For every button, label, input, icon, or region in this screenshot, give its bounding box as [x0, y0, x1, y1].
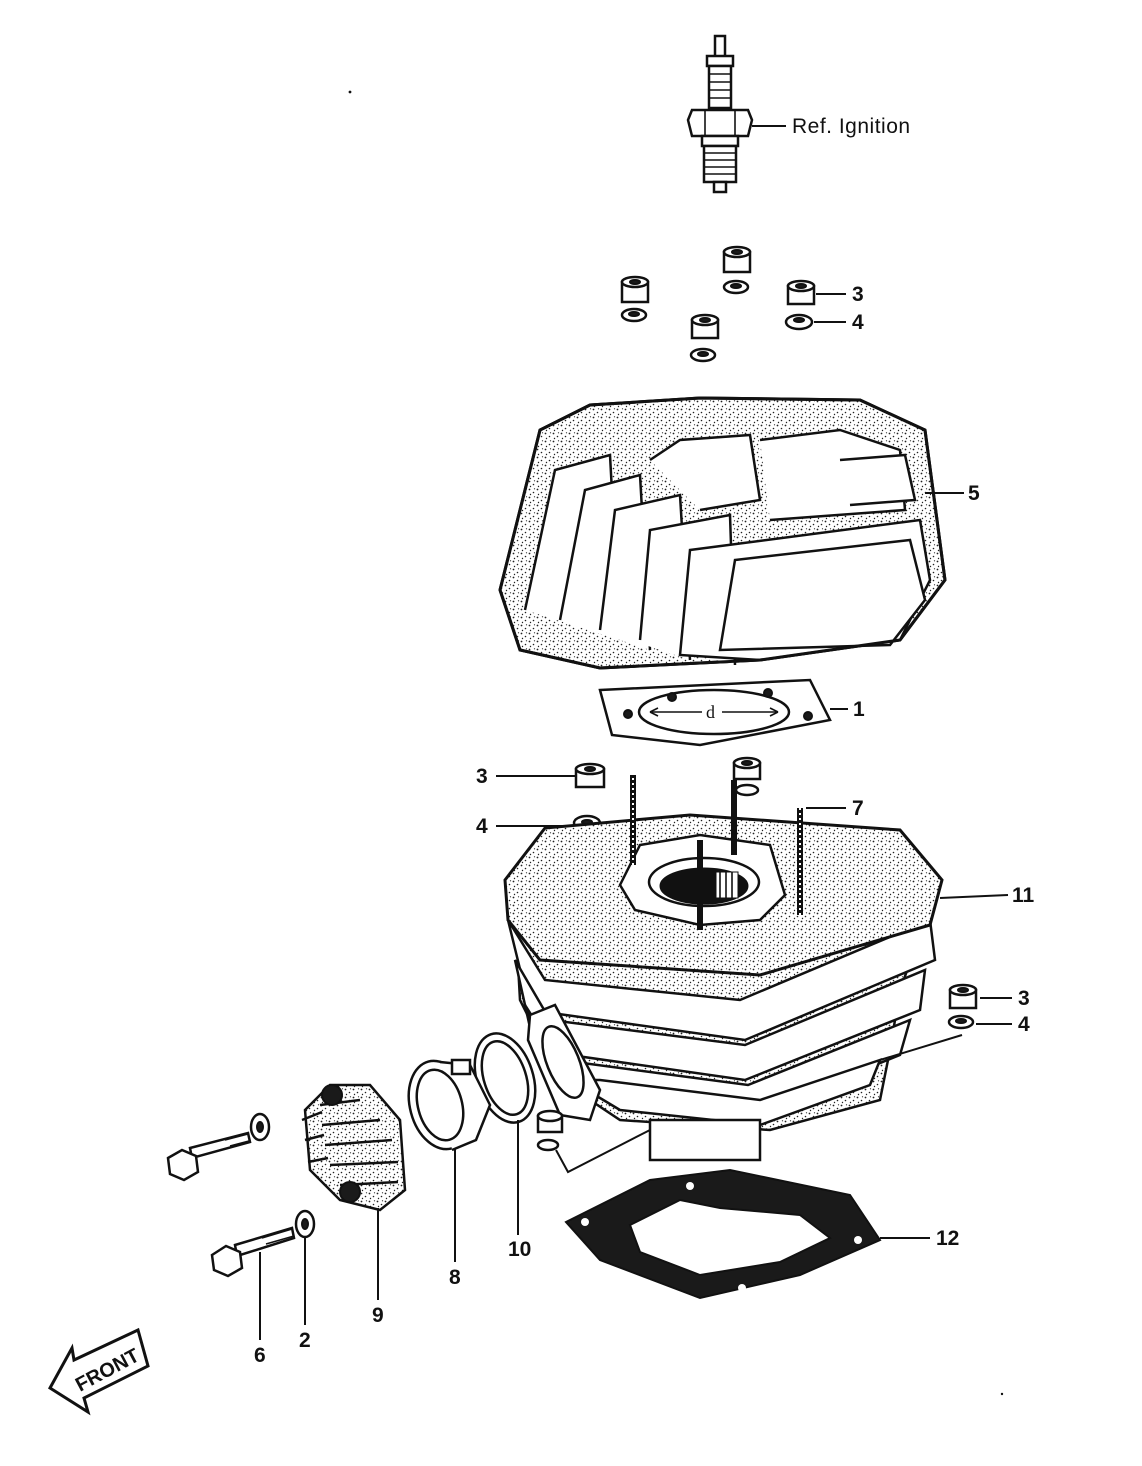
cylinder-head [498, 396, 947, 670]
head-gasket: d [598, 678, 832, 747]
callout-4-right: 4 [1018, 1013, 1030, 1036]
callout-12: 12 [936, 1227, 959, 1250]
gasket-dimension-d: d [706, 702, 715, 722]
exhaust-gasket-ring [473, 1032, 537, 1124]
callout-2: 2 [299, 1329, 311, 1352]
head-nut [620, 275, 650, 304]
head-nut [690, 313, 720, 340]
callout-3-top: 3 [852, 283, 864, 306]
callout-3-right: 3 [1018, 987, 1030, 1010]
front-direction-arrow: FRONT [48, 1327, 150, 1416]
bolt-lower [210, 1226, 296, 1278]
callout-5: 5 [968, 482, 980, 505]
callout-7: 7 [852, 797, 864, 820]
head-nut [722, 245, 752, 274]
washer-upper [249, 1112, 271, 1142]
leader-11 [939, 894, 1009, 899]
cylinder-nut-center [732, 756, 762, 797]
head-washer [689, 347, 717, 363]
callout-4-top: 4 [852, 311, 864, 334]
cylinder-nut-left [574, 762, 606, 789]
callout-4-left: 4 [476, 815, 488, 838]
scan-speck [348, 90, 352, 94]
bolt-upper [166, 1131, 252, 1182]
head-washer [784, 313, 814, 331]
callout-6: 6 [254, 1344, 266, 1367]
spark-plug [686, 34, 754, 194]
head-nut [786, 279, 816, 306]
head-nuts-and-washers [620, 245, 816, 363]
exhaust-cooling-fin [301, 1083, 407, 1212]
base-gasket [564, 1168, 882, 1300]
callout-9: 9 [372, 1304, 384, 1327]
head-washer [722, 279, 750, 295]
washer-lower [294, 1209, 316, 1239]
leader-exhaust-nut [555, 1129, 651, 1174]
exhaust-collar [407, 1058, 492, 1152]
callout-3-left: 3 [476, 765, 488, 788]
ref-ignition-label: Ref. Ignition [792, 115, 911, 138]
head-washer [620, 307, 648, 323]
cylinder-block [503, 775, 944, 1162]
callout-8: 8 [449, 1266, 461, 1289]
leader-right-nut-to-cylinder [879, 1034, 963, 1061]
callout-10: 10 [508, 1238, 531, 1261]
cylinder-washer-right [947, 1014, 975, 1030]
callout-11: 11 [1012, 884, 1035, 907]
cylinder-nut-right [948, 983, 978, 1010]
scan-speck [1000, 1392, 1004, 1396]
exhaust-stud-nut [536, 1109, 564, 1152]
callout-1: 1 [853, 698, 865, 721]
